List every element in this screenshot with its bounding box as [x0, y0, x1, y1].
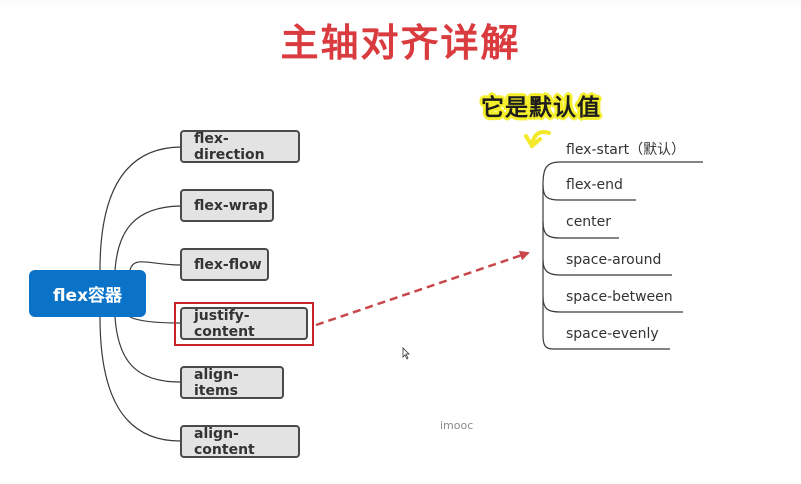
branch-line [99, 146, 181, 271]
mouse-cursor-icon [402, 347, 410, 360]
value-item-center: center [566, 214, 612, 230]
page-title: 主轴对齐详解 [280, 21, 521, 65]
branch-line [114, 316, 181, 383]
branch-line [114, 205, 181, 271]
flex-container-node: flex容器 [29, 270, 146, 317]
property-node-flex-wrap: flex-wrap [180, 189, 274, 222]
watermark: imooc [440, 419, 474, 432]
property-node-flex-direction: flex-direction [180, 130, 300, 163]
branch-line [99, 316, 181, 442]
property-node-flex-flow: flex-flow [180, 248, 269, 281]
value-bracket [542, 161, 561, 350]
property-node-justify-content: justify-content [180, 307, 308, 340]
value-item-flex-start: flex-start（默认） [566, 142, 686, 158]
value-item-flex-end: flex-end [566, 177, 623, 193]
value-connector [542, 296, 683, 313]
value-item-space-evenly: space-evenly [566, 326, 659, 342]
highlight-box [174, 302, 314, 346]
value-connector [542, 259, 672, 276]
value-item-space-around: space-around [566, 252, 662, 268]
highlight-arrow [315, 250, 530, 327]
value-connector [542, 184, 636, 201]
property-node-align-content: align-content [180, 425, 300, 458]
property-node-align-items: align-items [180, 366, 284, 399]
default-value-note: 它是默认值 [481, 95, 601, 121]
yellow-arrow-icon [524, 130, 551, 148]
branch-line [129, 261, 181, 271]
value-item-space-between: space-between [566, 289, 673, 305]
branch-line [129, 316, 181, 324]
value-connector [542, 221, 619, 239]
